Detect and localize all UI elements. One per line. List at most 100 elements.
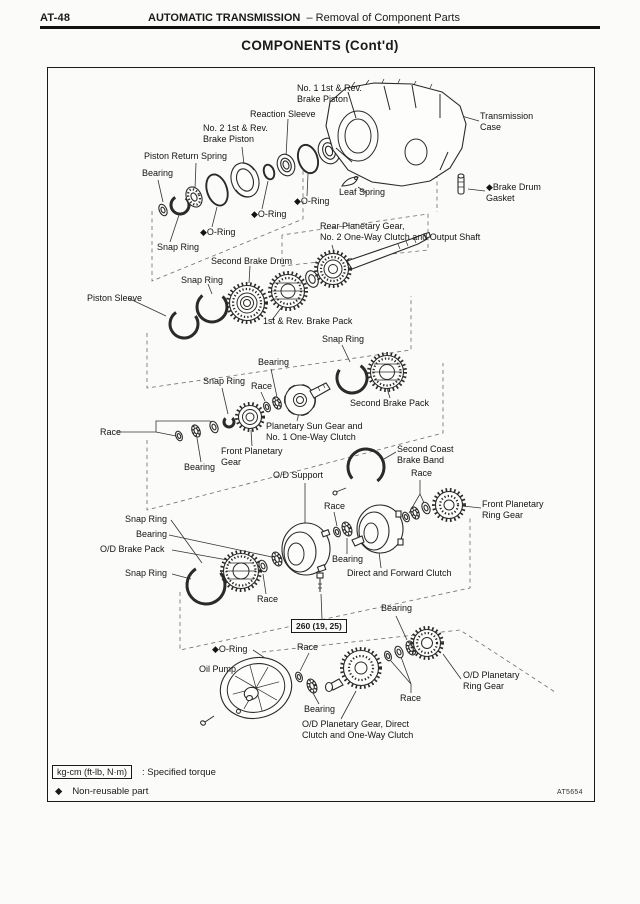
part-planetary-sun-gear — [284, 382, 331, 416]
label-bearing: Bearing — [381, 603, 413, 613]
part-race — [392, 644, 406, 660]
label-bearing: Bearing — [184, 462, 216, 472]
label-o-ring: ◆O-Ring — [294, 196, 330, 206]
torque-spec-box: 260 (19, 25) — [291, 619, 347, 633]
legend-torque-unit-box: kg-cm (ft-lb, N·m) — [52, 765, 132, 779]
part-bearing — [269, 394, 285, 412]
label-o-ring: ◆O-Ring — [251, 209, 287, 219]
part-oil-pump — [219, 657, 293, 719]
label-no2-brake-piston: No. 2 1st & Rev. Brake Piston — [203, 123, 268, 144]
label-race: Race — [257, 594, 279, 604]
label-race: Race — [297, 642, 319, 652]
part-brake-drum-gasket — [457, 173, 465, 195]
label-bearing: Bearing — [304, 704, 336, 714]
pump-screw — [200, 715, 215, 726]
part-front-planetary-gear — [235, 402, 265, 432]
figure-code: AT5654 — [557, 789, 583, 796]
label-race: Race — [411, 468, 433, 478]
label-race: Race — [100, 427, 122, 437]
label-bearing: Bearing — [332, 554, 364, 564]
page-header: AUTOMATIC TRANSMISSION – Removal of Comp… — [148, 12, 460, 24]
part-race — [173, 429, 185, 443]
label-no1-brake-piston: No. 1 1st & Rev. Brake Piston — [297, 83, 362, 104]
header-rule — [40, 26, 600, 29]
part-snap-ring — [169, 194, 191, 216]
label-od-support: O/D Support — [273, 470, 324, 480]
part-piston-return-spring — [185, 186, 203, 208]
label-planetary-sun-gear: Planetary Sun Gear and No. 1 One-Way Clu… — [266, 421, 363, 442]
nonreusable-diamond-icon: ◆ — [55, 786, 63, 797]
part-od-brake-pack — [220, 550, 262, 592]
part-bearing — [407, 504, 423, 522]
label-transmission-case: Transmission Case — [480, 111, 534, 132]
legend-torque-desc: : Specified torque — [142, 766, 216, 778]
torque-bolt — [316, 572, 324, 592]
figure-frame — [47, 67, 595, 802]
label-front-planetary-gear: Front Planetary Gear — [221, 446, 283, 467]
part-od-planetary-gear — [324, 647, 382, 693]
legend-nonreusable-row: ◆ Non-reusable part — [55, 786, 148, 797]
label-brake-drum-gasket: ◆Brake Drum Gasket — [486, 182, 541, 203]
part-bearing — [156, 202, 170, 218]
legend-nonreusable-desc: Non-reusable part — [72, 786, 149, 797]
label-second-coast-brake-band: Second Coast Brake Band — [397, 444, 454, 465]
part-snap-ring — [195, 290, 229, 324]
part-od-support — [281, 522, 331, 576]
legend-torque-row: kg-cm (ft-lb, N·m) : Specified torque — [52, 765, 222, 779]
part-bearing — [338, 519, 356, 539]
label-first-rev-brake-pack: 1st & Rev. Brake Pack — [263, 316, 353, 326]
part-race — [207, 419, 221, 435]
label-o-ring: ◆O-Ring — [212, 644, 248, 654]
label-second-brake-drum: Second Brake Drum — [211, 256, 293, 266]
part-race — [331, 525, 343, 539]
label-race: Race — [324, 501, 346, 511]
label-rear-planetary-gear: Rear Planetary Gear, No. 2 One-Way Clutc… — [320, 221, 481, 242]
label-od-planetary-gear: O/D Planetary Gear, Direct Clutch and On… — [302, 719, 414, 740]
part-o-ring — [262, 163, 276, 181]
label-race: Race — [251, 381, 273, 391]
label-piston-return-spring: Piston Return Spring — [144, 151, 228, 161]
part-piston-sleeve — [168, 308, 200, 340]
label-snap-ring: Snap Ring — [203, 376, 246, 386]
label-direct-forward-clutch: Direct and Forward Clutch — [347, 568, 452, 578]
part-front-planetary-ring-gear — [432, 488, 466, 522]
part-o-ring — [296, 143, 320, 175]
label-front-planetary-ring-gear: Front Planetary Ring Gear — [482, 499, 544, 520]
part-second-brake-drum — [226, 282, 268, 324]
label-o-ring: ◆O-Ring — [200, 227, 236, 237]
part-race — [382, 649, 394, 663]
part-second-brake-pack — [367, 352, 407, 392]
part-o-ring — [205, 173, 229, 207]
label-second-brake-pack: Second Brake Pack — [350, 398, 430, 408]
label-snap-ring: Snap Ring — [125, 514, 168, 524]
part-od-planetary-ring-gear — [410, 626, 444, 660]
page-title: COMPONENTS (Cont'd) — [241, 38, 399, 53]
part-reaction-sleeve — [276, 153, 296, 177]
header-section: AUTOMATIC TRANSMISSION — [148, 12, 301, 24]
label-od-brake-pack: O/D Brake Pack — [100, 544, 165, 554]
page-code: AT-48 — [40, 12, 71, 24]
label-oil-pump: Oil Pump — [199, 664, 237, 674]
label-piston-sleeve: Piston Sleeve — [87, 293, 143, 303]
part-snap-ring — [222, 415, 236, 429]
part-direct-forward-clutch — [351, 504, 404, 554]
part-snap-ring — [335, 361, 369, 395]
header-subsection: – Removal of Component Parts — [306, 12, 460, 24]
part-transmission-case — [325, 78, 467, 187]
part-snap-ring — [185, 564, 227, 606]
part-rear-planetary-gear — [305, 231, 432, 288]
part-race — [419, 500, 433, 516]
label-bearing: Bearing — [142, 168, 174, 178]
label-reaction-sleeve: Reaction Sleeve — [250, 109, 316, 119]
label-bearing: Bearing — [258, 357, 290, 367]
label-snap-ring: Snap Ring — [125, 568, 168, 578]
part-bearing — [303, 676, 321, 696]
part-no2-brake-piston — [230, 162, 260, 198]
label-snap-ring: Snap Ring — [157, 242, 200, 252]
label-bearing: Bearing — [136, 529, 168, 539]
part-first-rev-brake-pack — [268, 271, 308, 311]
part-race — [293, 670, 305, 684]
part-second-coast-brake-band — [332, 447, 386, 496]
